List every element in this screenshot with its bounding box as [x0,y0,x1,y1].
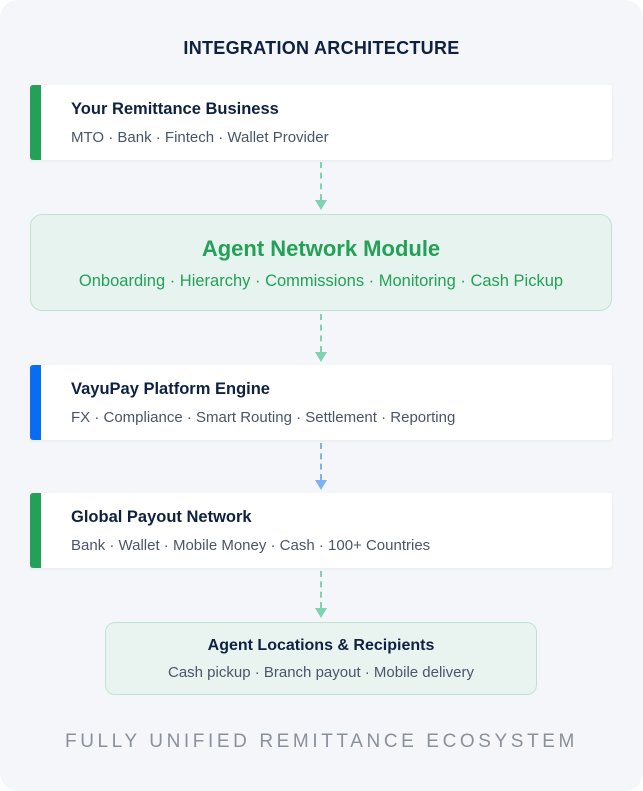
remittance-business-box: Your Remittance Business MTO · Bank · Fi… [30,85,612,160]
module-subtitle: Onboarding · Hierarchy · Commissions · M… [78,272,564,290]
box-subtitle: Bank · Wallet · Mobile Money · Cash · 10… [71,537,431,554]
payout-network-box: Global Payout Network Bank · Wallet · Mo… [30,493,612,568]
platform-engine-box: VayuPay Platform Engine FX · Compliance … [30,365,612,440]
box-subtitle: MTO · Bank · Fintech · Wallet Provider [71,129,329,146]
recipients-subtitle: Cash pickup · Branch payout · Mobile del… [168,664,474,681]
arrow-down-icon [315,314,327,362]
footer-caption: FULLY UNIFIED REMITTANCE ECOSYSTEM [64,731,578,752]
box-subtitle: FX · Compliance · Smart Routing · Settle… [71,409,456,426]
arrow-down-icon [315,162,327,210]
diagram-title: INTEGRATION ARCHITECTURE [183,38,460,58]
accent-bar [30,493,41,568]
recipients-title: Agent Locations & Recipients [207,637,435,654]
accent-bar [30,365,41,440]
recipients-box: Agent Locations & Recipients Cash pickup… [105,622,537,695]
module-title: Agent Network Module [201,236,441,261]
box-title: Your Remittance Business [71,100,279,118]
arrow-down-icon [315,571,327,618]
box-title: VayuPay Platform Engine [71,380,270,398]
accent-bar [30,85,41,160]
arrow-down-icon [315,443,327,490]
agent-network-module-box: Agent Network Module Onboarding · Hierar… [30,214,612,311]
box-title: Global Payout Network [71,508,252,526]
